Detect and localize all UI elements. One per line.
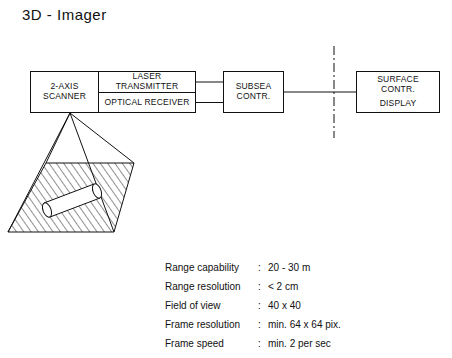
pipe-object: [41, 183, 104, 219]
block-label: SUBSEA CONTR.: [227, 82, 280, 102]
signal-line: [196, 82, 223, 83]
spec-colon: :: [258, 319, 261, 330]
spec-name: Frame resolution: [165, 319, 240, 330]
spec-colon: :: [258, 262, 261, 273]
block-box: OPTICAL RECEIVER: [98, 92, 196, 113]
block-box: LASER TRANSMITTER: [98, 71, 196, 93]
block-box: 2-AXIS SCANNER: [30, 71, 99, 113]
block-label: SURFACE CONTR.: [360, 75, 436, 95]
signal-line: [284, 92, 356, 93]
block-box: SURFACE CONTR. DISPLAY: [356, 71, 440, 113]
block-label: LASER TRANSMITTER: [102, 72, 192, 92]
spec-colon: :: [258, 338, 261, 349]
seabed-plane: [8, 163, 134, 232]
spec-name: Field of view: [165, 300, 221, 311]
signal-line: [196, 102, 223, 103]
diagram-title: 3D - Imager: [22, 6, 107, 23]
spec-value: 20 - 30 m: [268, 262, 310, 273]
spec-name: Range resolution: [165, 281, 241, 292]
block-label: 2-AXIS SCANNER: [34, 82, 95, 102]
spec-colon: :: [258, 300, 261, 311]
scan-field: [8, 113, 134, 232]
spec-colon: :: [258, 281, 261, 292]
block-box: SUBSEA CONTR.: [223, 71, 284, 113]
block-label: DISPLAY: [380, 99, 417, 109]
spec-name: Frame speed: [165, 338, 224, 349]
spec-value: min. 2 per sec: [268, 338, 331, 349]
block-label: OPTICAL RECEIVER: [104, 98, 189, 108]
spec-value: < 2 cm: [268, 281, 298, 292]
spec-value: min. 64 x 64 pix.: [268, 319, 341, 330]
spec-name: Range capability: [165, 262, 239, 273]
spec-value: 40 x 40: [268, 300, 301, 311]
